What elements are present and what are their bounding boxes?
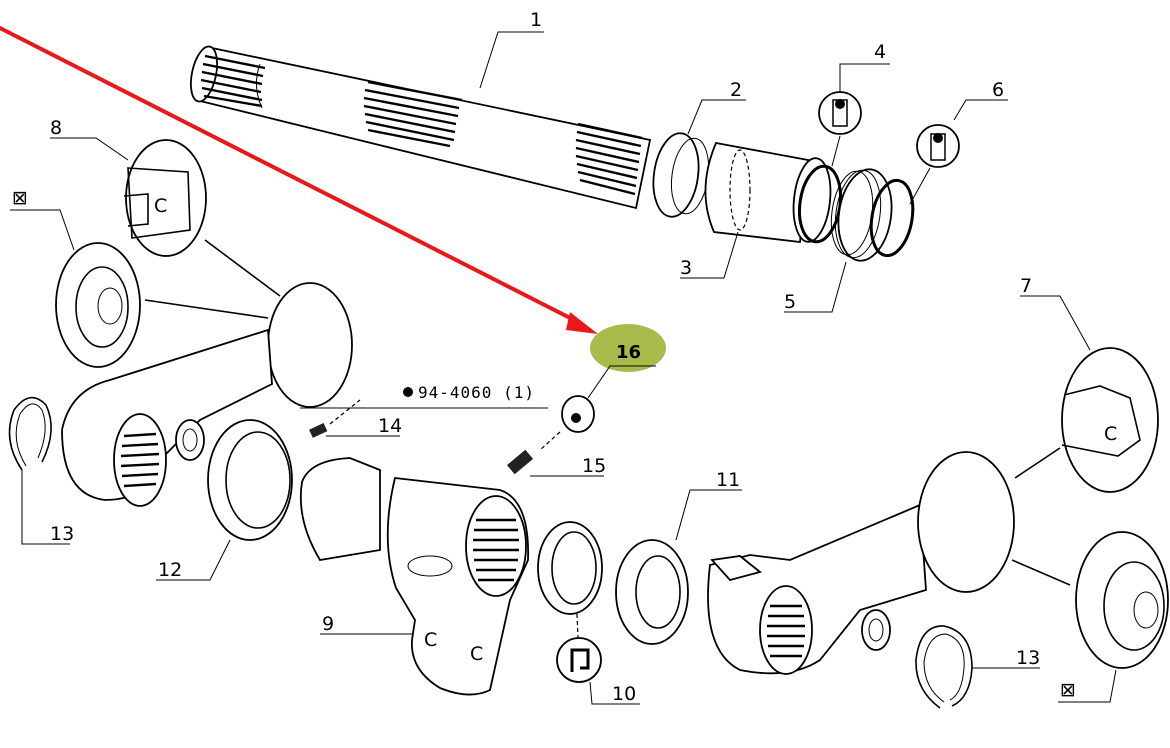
- part-10-seal[interactable]: [537, 521, 603, 683]
- not-supplied-icon-right: ⊠: [1060, 679, 1076, 701]
- callout-12[interactable]: 12: [158, 559, 182, 581]
- reference-note: 94-4060 (1): [418, 383, 535, 402]
- part-1-shaft[interactable]: [186, 44, 652, 210]
- part-2-bushing[interactable]: [648, 130, 713, 219]
- callout-9[interactable]: 9: [322, 613, 334, 635]
- part-13-circlip-left[interactable]: [8, 396, 52, 471]
- right-enlarged-bubble: [917, 447, 1071, 593]
- detail-c-mark: C: [154, 195, 167, 217]
- lever-c-mark-2: C: [470, 643, 483, 665]
- callout-leaders: [10, 31, 1117, 705]
- left-lift-arm[interactable]: [61, 328, 273, 507]
- callout-1[interactable]: 1: [530, 9, 542, 31]
- callout-15[interactable]: 15: [582, 455, 606, 477]
- part-6-oring[interactable]: [866, 124, 960, 259]
- part-3-sleeve[interactable]: [704, 141, 834, 244]
- part-14-screw[interactable]: [309, 422, 328, 438]
- callout-16[interactable]: 16: [616, 342, 641, 363]
- part-5-collar[interactable]: [826, 166, 897, 264]
- part-12-seal[interactable]: [207, 419, 293, 541]
- right-hub[interactable]: [1075, 531, 1169, 669]
- callout-6[interactable]: 6: [992, 79, 1004, 101]
- seal-profile-detail: [556, 637, 602, 683]
- callout-14[interactable]: 14: [378, 415, 402, 437]
- right-lift-arm[interactable]: [707, 503, 927, 675]
- callout-10[interactable]: 10: [612, 683, 636, 705]
- part-4-oring[interactable]: [795, 91, 862, 244]
- part-13-circlip-right[interactable]: [915, 625, 973, 709]
- lever-c-mark-1: C: [424, 629, 437, 651]
- callout-13-right[interactable]: 13: [1016, 647, 1040, 669]
- callout-2[interactable]: 2: [730, 79, 742, 101]
- callout-labels: 1 2 3 4 5 6 7 8 9 10 11 12 13 13 14 15 9…: [12, 9, 1076, 705]
- callout-7[interactable]: 7: [1020, 275, 1032, 297]
- detail-c-mark-7: C: [1104, 423, 1117, 445]
- part-8-detail[interactable]: C: [123, 139, 207, 257]
- left-hub[interactable]: [55, 242, 141, 368]
- callout-8[interactable]: 8: [50, 117, 62, 139]
- part-9-lever[interactable]: C C: [299, 457, 529, 696]
- callout-3[interactable]: 3: [680, 257, 692, 279]
- highlight-badge-16[interactable]: [590, 324, 666, 372]
- part-11-washer[interactable]: [615, 539, 689, 645]
- callout-11[interactable]: 11: [716, 469, 740, 491]
- callout-5[interactable]: 5: [784, 291, 796, 313]
- part-15-screw[interactable]: [506, 449, 534, 475]
- highlight-arrow: [0, 26, 598, 334]
- reference-dot-icon: [403, 387, 413, 397]
- callout-13-left[interactable]: 13: [50, 523, 74, 545]
- part-7-detail[interactable]: C: [1061, 347, 1159, 493]
- part-16-nut[interactable]: [539, 395, 595, 451]
- not-supplied-icon-left: ⊠: [12, 187, 28, 209]
- callout-4[interactable]: 4: [874, 41, 886, 63]
